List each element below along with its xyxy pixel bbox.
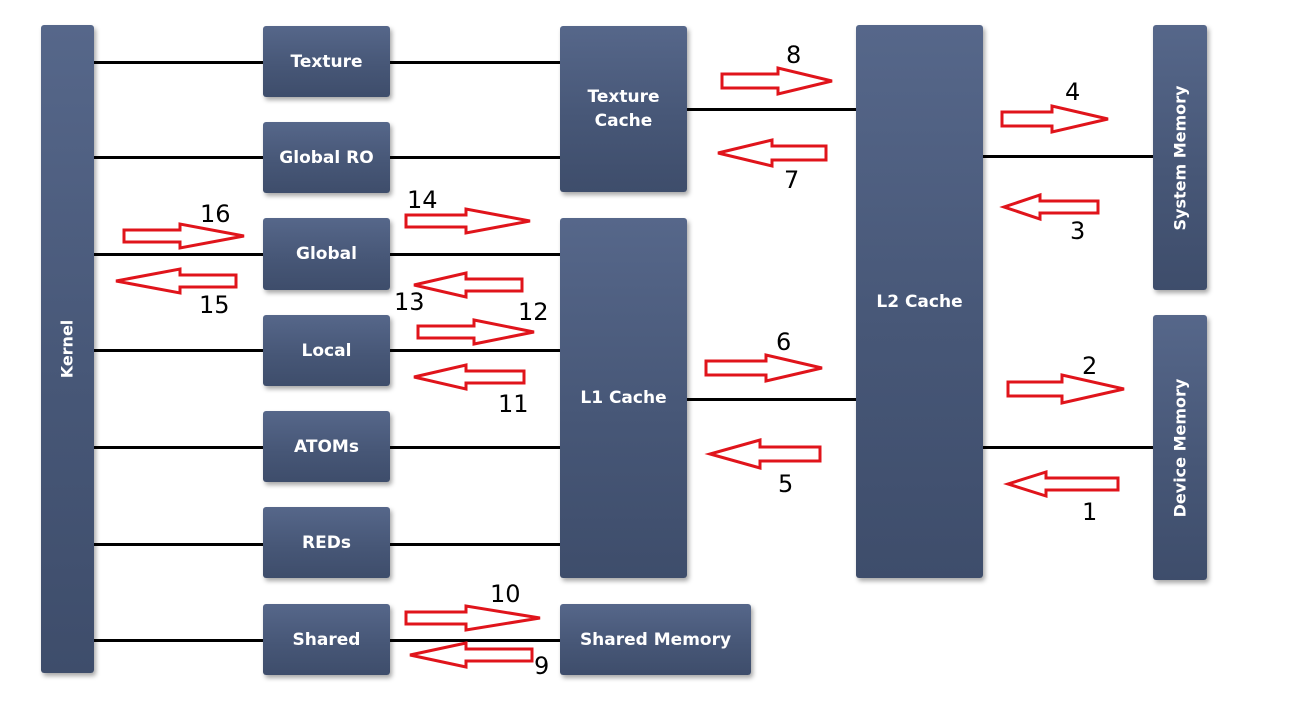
arrow-label-12: 12 (518, 298, 549, 326)
arrow-4 (1000, 104, 1109, 134)
device-memory-box: Device Memory (1153, 315, 1207, 580)
connector-global-l1 (390, 253, 562, 256)
system-memory-box: System Memory (1153, 25, 1207, 290)
local-label: Local (301, 340, 352, 361)
atoms-label: ATOMs (294, 436, 359, 457)
connector-atoms-l1 (390, 446, 562, 449)
arrow-9 (409, 641, 534, 669)
connector-kernel-atoms (94, 446, 266, 449)
connector-kernel-texture (94, 61, 266, 64)
arrow-10 (404, 604, 541, 632)
connector-kernel-shared (94, 639, 266, 642)
global-ro-box: Global RO (263, 122, 390, 193)
arrow-1 (1003, 469, 1120, 499)
shared-memory-box: Shared Memory (560, 604, 751, 675)
reds-box: REDs (263, 507, 390, 578)
connector-local-l1 (390, 349, 562, 352)
arrow-7 (717, 138, 828, 168)
l2-cache-label: L2 Cache (876, 291, 963, 312)
connector-kernel-global-ro (94, 156, 266, 159)
l1-cache-box: L1 Cache (560, 218, 687, 578)
arrow-label-9: 9 (534, 652, 549, 680)
local-box: Local (263, 315, 390, 386)
arrow-16 (122, 222, 245, 250)
arrow-label-13: 13 (394, 288, 425, 316)
l1-cache-label: L1 Cache (580, 388, 667, 408)
arrow-2 (1006, 373, 1125, 405)
arrow-label-16: 16 (200, 200, 231, 228)
connector-texcache-l2 (686, 108, 858, 111)
arrow-14 (404, 207, 531, 235)
arrow-label-6: 6 (776, 328, 791, 356)
connector-l2-devmem (982, 446, 1156, 449)
shared-label: Shared (292, 629, 361, 650)
arrow-label-2: 2 (1082, 352, 1097, 380)
connector-texture-texcache (390, 61, 562, 64)
arrow-label-11: 11 (498, 390, 529, 418)
connector-l1-l2 (686, 398, 858, 401)
arrow-11 (413, 363, 526, 391)
arrow-12 (416, 318, 535, 346)
arrow-label-10: 10 (490, 580, 521, 608)
connector-l2-sysmem (982, 155, 1156, 158)
arrow-label-14: 14 (407, 186, 438, 214)
arrow-label-7: 7 (784, 166, 799, 194)
arrow-6 (704, 353, 823, 383)
connector-globalro-texcache (390, 156, 562, 159)
kernel-box: Kernel (41, 25, 94, 673)
arrow-label-5: 5 (778, 470, 793, 498)
connector-kernel-local (94, 349, 266, 352)
reds-label: REDs (302, 532, 351, 553)
connector-kernel-global (94, 253, 266, 256)
arrow-label-15: 15 (199, 291, 230, 319)
arrow-13 (413, 271, 524, 299)
texture-box: Texture (263, 26, 390, 97)
texture-cache-box: Texture Cache (560, 26, 687, 192)
texture-cache-label: Texture Cache (587, 87, 660, 131)
arrow-label-3: 3 (1070, 217, 1085, 245)
l2-cache-box: L2 Cache (856, 25, 983, 578)
arrow-3 (999, 192, 1100, 222)
arrow-8 (720, 66, 833, 96)
connector-kernel-reds (94, 543, 266, 546)
arrow-label-1: 1 (1082, 498, 1097, 526)
shared-box: Shared (263, 604, 390, 675)
arrow-label-8: 8 (786, 41, 801, 69)
global-ro-label: Global RO (279, 147, 374, 168)
arrow-15 (115, 267, 238, 295)
atoms-box: ATOMs (263, 411, 390, 482)
connector-shared-sharedmem (390, 639, 562, 642)
texture-label: Texture (290, 51, 363, 72)
global-box: Global (263, 218, 390, 290)
connector-reds-l1 (390, 543, 562, 546)
arrow-label-4: 4 (1065, 78, 1080, 106)
shared-memory-label: Shared Memory (579, 629, 732, 650)
global-label: Global (296, 244, 357, 264)
arrow-5 (704, 438, 822, 470)
